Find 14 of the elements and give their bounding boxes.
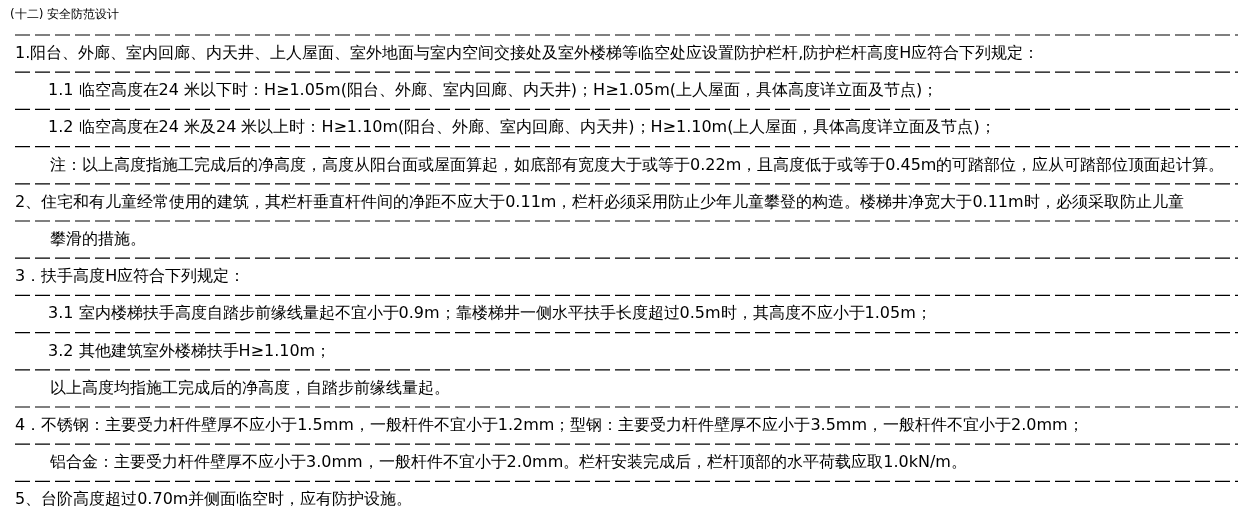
- clause-text: 2、住宅和有儿童经常使用的建筑，其栏杆垂直杆件间的净距不应大于0.11m，栏杆必须采用防止少年儿童攀登的构造。楼梯井净宽大于0.11m时，必须采取防止儿童: [15, 191, 1184, 212]
- clause-text: 1.阳台、外廊、室内回廊、内天井、上人屋面、室外地面与室内空间交接处及室外楼梯等临空处应设置防护栏杆,防护栏杆高度H应符合下列规定：: [15, 43, 1040, 63]
- clause-text: 注：以上高度指施工完成后的净高度，高度从阳台面或屋面算起，如底部有宽度大于或等于0.22m，且高度低于或等于0.45m的可踏部位，应从可踏部位顶面起计算。: [50, 154, 1225, 175]
- clause-text: 3．扶手高度H应符合下列规定：: [15, 266, 246, 287]
- section-heading: (十二) 安全防范设计: [10, 6, 120, 22]
- clause-text: 3.1 室内楼梯扶手高度自踏步前缘线量起不宜小于0.9m；靠楼梯井一侧水平扶手长度超过0.5m时，其高度不应小于1.05m；: [48, 303, 932, 324]
- clause-text: 铝合金：主要受力杆件壁厚不应小于3.0mm，一般杆件不宜小于2.0mm。栏杆安装完成后，栏杆顶部的水平荷载应取1.0kN/m。: [50, 452, 967, 473]
- clause-text: 5、台阶高度超过0.70m并侧面临空时，应有防护设施。: [15, 489, 413, 510]
- clause-text: 攀滑的措施。: [50, 229, 146, 249]
- clause-text: 以上高度均指施工完成后的净高度，自踏步前缘线量起。: [50, 377, 450, 398]
- clause-text: 1.1 临空高度在24 米以下时：H≥1.05m(阳台、外廊、室内回廊、内天井)；H≥1.05m(上人屋面，具体高度详立面及节点)；: [48, 80, 939, 101]
- clause-text: 3.2 其他建筑室外楼梯扶手H≥1.10m；: [48, 340, 332, 361]
- clause-text: 4．不锈钢：主要受力杆件壁厚不应小于1.5mm，一般杆件不宜小于1.2mm；型钢：主要受力杆件壁厚不应小于3.5mm，一般杆件不宜小于2.0mm；: [15, 415, 1084, 435]
- clause-text: 1.2 临空高度在24 米及24 米以上时：H≥1.10m(阳台、外廊、室内回廊、内天井)；H≥1.10m(上人屋面，具体高度详立面及节点)；: [48, 117, 996, 138]
